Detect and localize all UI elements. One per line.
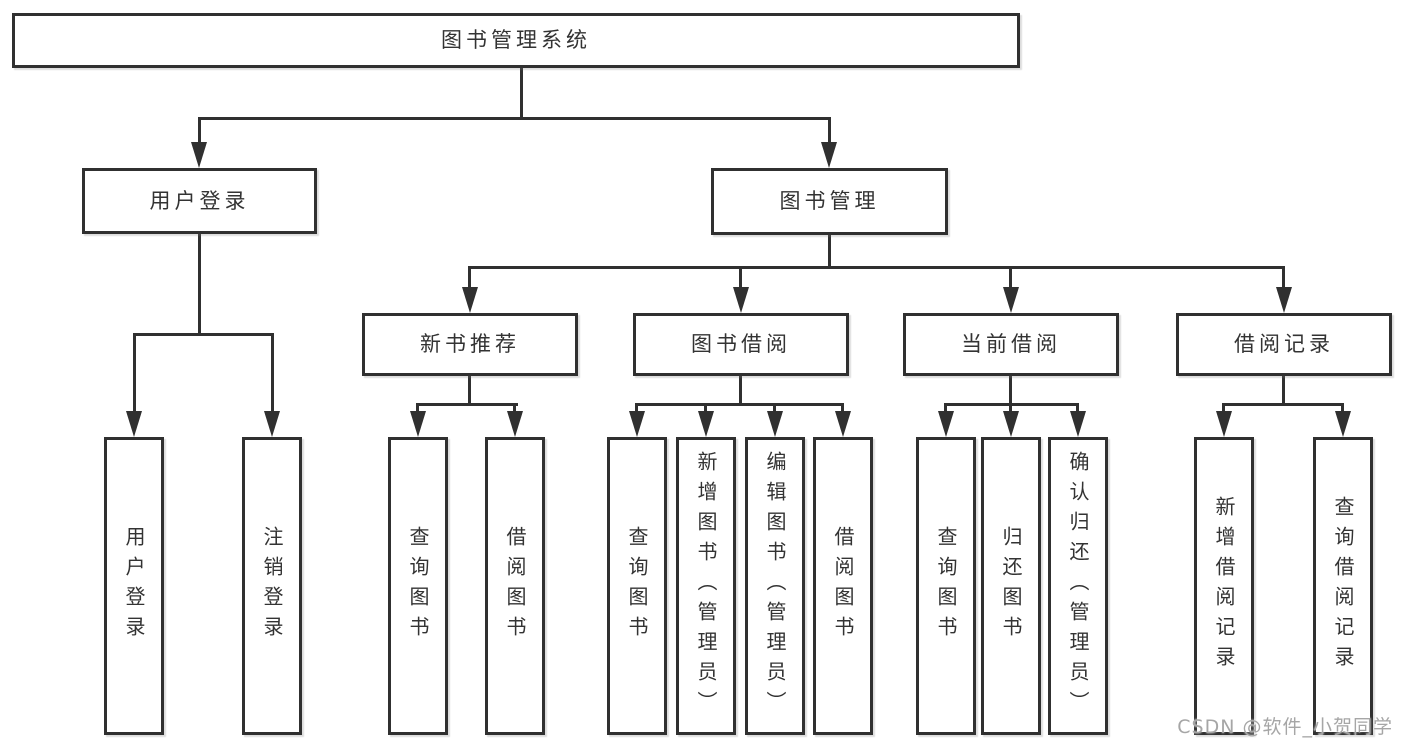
leaf-confirm-return-admin: 确认归还（管理员） bbox=[1048, 437, 1108, 735]
arrowhead-down-icon bbox=[629, 411, 645, 437]
arrowhead-down-icon bbox=[191, 142, 207, 168]
connector-line bbox=[704, 403, 707, 413]
node-current-borrowing: 当前借阅 bbox=[903, 313, 1119, 376]
arrowhead-down-icon bbox=[1335, 411, 1351, 437]
node-label: 新增借阅记录 bbox=[1212, 496, 1236, 676]
connector-line bbox=[1009, 376, 1012, 405]
connector-line bbox=[739, 266, 742, 290]
node-label: 借阅记录 bbox=[1234, 332, 1334, 356]
connector-line bbox=[1341, 403, 1344, 413]
node-borrow-records: 借阅记录 bbox=[1176, 313, 1392, 376]
arrowhead-down-icon bbox=[410, 411, 426, 437]
arrowhead-down-icon bbox=[1216, 411, 1232, 437]
node-label: 用户登录 bbox=[122, 526, 146, 646]
connector-line bbox=[1222, 403, 1344, 406]
connector-line bbox=[416, 403, 518, 406]
leaf-query-books-current: 查询图书 bbox=[916, 437, 976, 735]
connector-line bbox=[198, 233, 201, 334]
node-label: 借阅图书 bbox=[831, 526, 855, 646]
arrowhead-down-icon bbox=[821, 142, 837, 168]
node-label: 编辑图书（管理员） bbox=[763, 451, 787, 721]
arrowhead-down-icon bbox=[1276, 287, 1292, 313]
arrowhead-down-icon bbox=[1070, 411, 1086, 437]
node-library-system: 图书管理系统 bbox=[12, 13, 1020, 68]
connector-line bbox=[198, 117, 201, 149]
arrowhead-down-icon bbox=[462, 287, 478, 313]
arrowhead-down-icon bbox=[1003, 287, 1019, 313]
connector-line bbox=[520, 68, 523, 118]
leaf-user-login: 用户登录 bbox=[104, 437, 164, 735]
node-label: 借阅图书 bbox=[503, 526, 527, 646]
node-label: 图书管理 bbox=[779, 189, 880, 213]
node-label: 新增图书（管理员） bbox=[694, 451, 718, 721]
connector-line bbox=[773, 403, 776, 413]
node-user-login: 用户登录 bbox=[82, 168, 317, 234]
connector-line bbox=[944, 403, 947, 413]
node-label: 确认归还（管理员） bbox=[1066, 451, 1090, 721]
node-book-management: 图书管理 bbox=[711, 168, 948, 235]
connector-line bbox=[1009, 266, 1012, 290]
arrowhead-down-icon bbox=[264, 411, 280, 437]
leaf-query-borrow-record: 查询借阅记录 bbox=[1313, 437, 1373, 735]
leaf-return-book: 归还图书 bbox=[981, 437, 1041, 735]
node-label: 归还图书 bbox=[999, 526, 1023, 646]
connector-line bbox=[271, 333, 274, 413]
arrowhead-down-icon bbox=[1003, 411, 1019, 437]
arrowhead-down-icon bbox=[698, 411, 714, 437]
leaf-query-books-recommend: 查询图书 bbox=[388, 437, 448, 735]
connector-line bbox=[739, 376, 742, 405]
arrowhead-down-icon bbox=[767, 411, 783, 437]
node-label: 当前借阅 bbox=[961, 332, 1061, 356]
leaf-borrow-books-recommend: 借阅图书 bbox=[485, 437, 545, 735]
connector-line bbox=[1076, 403, 1079, 413]
connector-line bbox=[468, 266, 1285, 269]
connector-line bbox=[198, 117, 831, 120]
arrowhead-down-icon bbox=[507, 411, 523, 437]
connector-line bbox=[635, 403, 638, 413]
connector-line bbox=[416, 403, 419, 413]
node-label: 新书推荐 bbox=[420, 332, 520, 356]
node-label: 查询图书 bbox=[406, 526, 430, 646]
node-new-book-recommend: 新书推荐 bbox=[362, 313, 578, 376]
connector-line bbox=[635, 403, 844, 406]
node-label: 查询图书 bbox=[625, 526, 649, 646]
node-label: 查询图书 bbox=[934, 526, 958, 646]
connector-line bbox=[1009, 403, 1012, 413]
connector-line bbox=[828, 234, 831, 268]
connector-line bbox=[1222, 403, 1225, 413]
node-label: 图书借阅 bbox=[691, 332, 791, 356]
connector-line bbox=[841, 403, 844, 413]
connector-line bbox=[1282, 266, 1285, 290]
leaf-add-borrow-record: 新增借阅记录 bbox=[1194, 437, 1254, 735]
csdn-watermark: CSDN @软件_小贺同学 bbox=[1177, 716, 1393, 738]
arrowhead-down-icon bbox=[733, 287, 749, 313]
node-label: 注销登录 bbox=[260, 526, 284, 646]
arrowhead-down-icon bbox=[938, 411, 954, 437]
arrowhead-down-icon bbox=[835, 411, 851, 437]
connector-line bbox=[468, 266, 471, 290]
connector-line bbox=[133, 333, 136, 413]
node-label: 图书管理系统 bbox=[441, 28, 591, 52]
connector-line bbox=[133, 333, 274, 336]
node-label: 查询借阅记录 bbox=[1331, 496, 1355, 676]
leaf-edit-book-admin: 编辑图书（管理员） bbox=[745, 437, 805, 735]
arrowhead-down-icon bbox=[126, 411, 142, 437]
leaf-borrow-books: 借阅图书 bbox=[813, 437, 873, 735]
node-book-borrowing: 图书借阅 bbox=[633, 313, 849, 376]
connector-line bbox=[1282, 376, 1285, 405]
leaf-query-books-borrowing: 查询图书 bbox=[607, 437, 667, 735]
connector-line bbox=[468, 376, 471, 405]
node-label: 用户登录 bbox=[149, 188, 250, 213]
leaf-logout: 注销登录 bbox=[242, 437, 302, 735]
leaf-add-book-admin: 新增图书（管理员） bbox=[676, 437, 736, 735]
connector-line bbox=[828, 117, 831, 149]
connector-line bbox=[513, 403, 516, 413]
